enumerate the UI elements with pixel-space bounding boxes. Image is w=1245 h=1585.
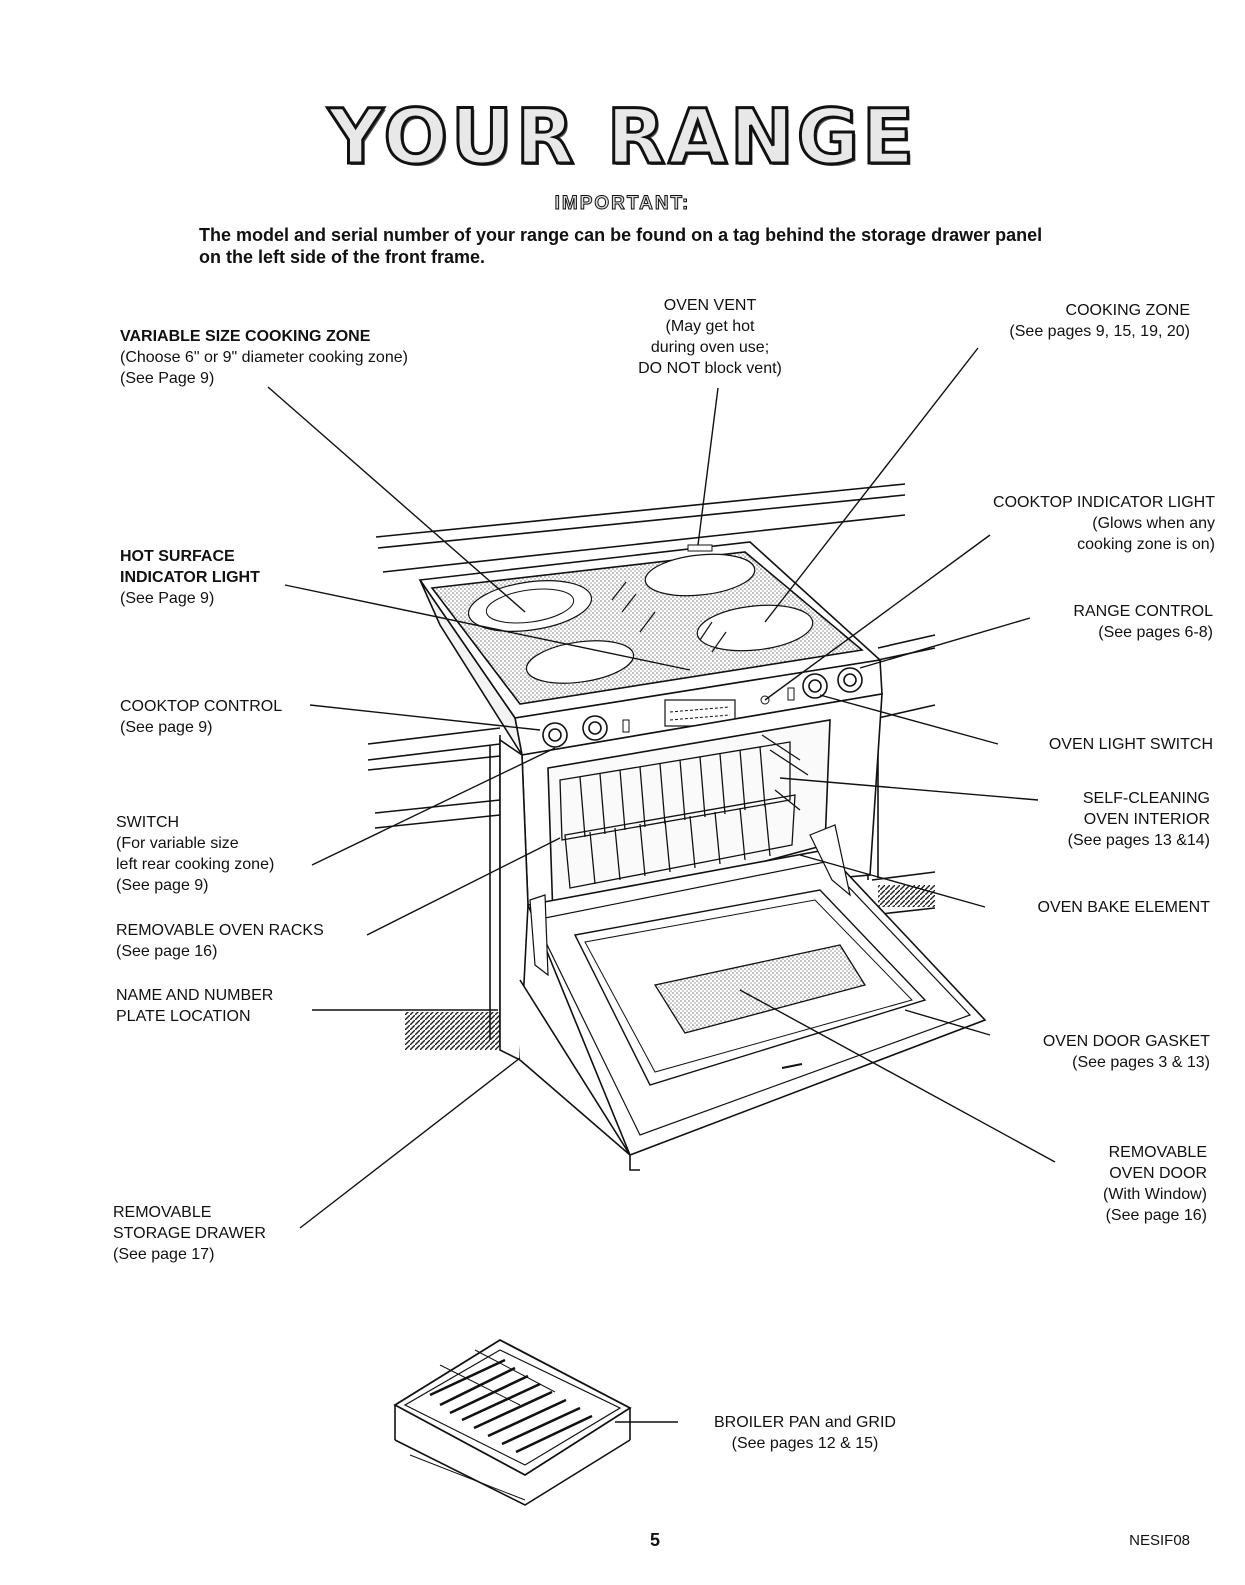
document-code: NESIF08 — [1129, 1532, 1190, 1549]
label-range-control: RANGE CONTROL (See pages 6-8) — [1073, 603, 1213, 641]
oven-racks — [559, 734, 809, 889]
cooktop — [418, 541, 882, 719]
label-switch: SWITCH (For variable size left rear cook… — [116, 814, 275, 894]
leader-lines — [267, 347, 1056, 1423]
page-title: YOUR RANGE — [327, 91, 917, 183]
label-oven-vent: OVEN VENT (May get hot during oven use; … — [638, 297, 782, 377]
label-name-number-plate: NAME AND NUMBER PLATE LOCATION — [116, 987, 274, 1025]
label-oven-bake-element: OVEN BAKE ELEMENT — [1037, 899, 1211, 916]
storage-drawer — [519, 979, 631, 1156]
label-variable-size-cooking-zone: VARIABLE SIZE COOKING ZONE (Choose 6" or… — [120, 328, 408, 387]
label-broiler-pan: BROILER PAN and GRID (See pages 12 & 15) — [714, 1414, 896, 1452]
label-cooking-zone: COOKING ZONE (See pages 9, 15, 19, 20) — [1009, 302, 1190, 340]
label-cooktop-control: COOKTOP CONTROL (See page 9) — [120, 698, 283, 736]
important-heading: IMPORTANT: — [554, 193, 691, 215]
label-hot-surface-indicator: HOT SURFACE INDICATOR LIGHT (See Page 9) — [120, 548, 260, 607]
label-removable-oven-door: REMOVABLE OVEN DOOR (With Window) (See p… — [1102, 1144, 1207, 1224]
intro-line-1: The model and serial number of your rang… — [199, 225, 1043, 245]
page-number: 5 — [650, 1530, 661, 1550]
oven-door — [526, 824, 987, 1171]
label-self-cleaning-oven: SELF-CLEANING OVEN INTERIOR (See pages 1… — [1067, 790, 1210, 849]
intro-text: The model and serial number of your rang… — [199, 224, 1159, 268]
broiler-pan — [393, 1338, 632, 1506]
label-oven-light-switch: OVEN LIGHT SWITCH — [1048, 736, 1213, 753]
toe-kick-left — [405, 1012, 500, 1050]
intro-line-2: on the left side of the front frame. — [199, 247, 486, 267]
label-removable-storage-drawer: REMOVABLE STORAGE DRAWER (See page 17) — [113, 1204, 266, 1263]
toe-kick-right — [878, 885, 935, 907]
label-removable-oven-racks: REMOVABLE OVEN RACKS (See page 16) — [116, 922, 324, 960]
label-cooktop-indicator-light: COOKTOP INDICATOR LIGHT (Glows when any … — [993, 494, 1215, 553]
label-oven-door-gasket: OVEN DOOR GASKET (See pages 3 & 13) — [1042, 1033, 1210, 1071]
